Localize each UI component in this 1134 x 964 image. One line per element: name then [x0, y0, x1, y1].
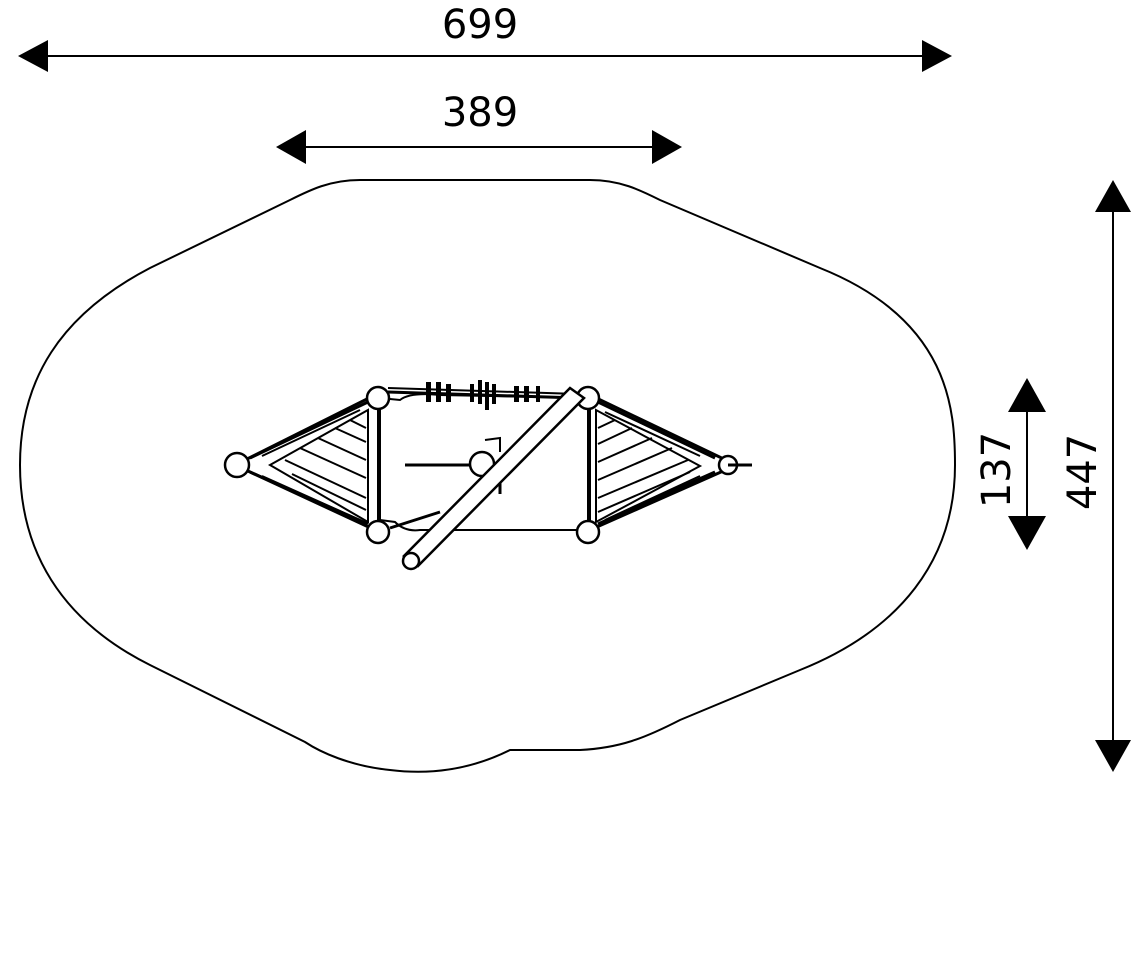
inner-depth-label: 137	[974, 432, 1020, 508]
rope-bridge	[387, 380, 579, 410]
arrow-left-icon	[18, 40, 48, 72]
post-cap-icon	[223, 451, 251, 479]
arrow-right-icon	[652, 130, 682, 164]
post-cap-icon	[575, 519, 601, 545]
arrow-right-icon	[922, 40, 952, 72]
overall-width-label: 699	[442, 2, 518, 48]
safety-zone-outline	[18, 179, 957, 773]
right-triangle-frame	[575, 385, 752, 545]
dimension-inner-depth: 137	[974, 378, 1046, 550]
diagonal-beam	[401, 386, 586, 571]
inner-width-label: 389	[442, 90, 518, 136]
dimension-overall-depth: 447	[1060, 180, 1131, 772]
arrow-down-icon	[1095, 740, 1131, 772]
arrow-up-icon	[1008, 378, 1046, 412]
dimension-overall-width: 699	[18, 2, 952, 72]
arrow-left-icon	[276, 130, 306, 164]
overall-depth-label: 447	[1060, 434, 1106, 510]
post-cap-icon	[365, 519, 391, 545]
arrow-down-icon	[1008, 516, 1046, 550]
dimension-inner-width: 389	[276, 90, 682, 164]
post-cap-icon	[365, 385, 391, 411]
arrow-up-icon	[1095, 180, 1131, 212]
left-triangle-frame	[223, 385, 391, 545]
equipment-top-view	[223, 380, 752, 571]
